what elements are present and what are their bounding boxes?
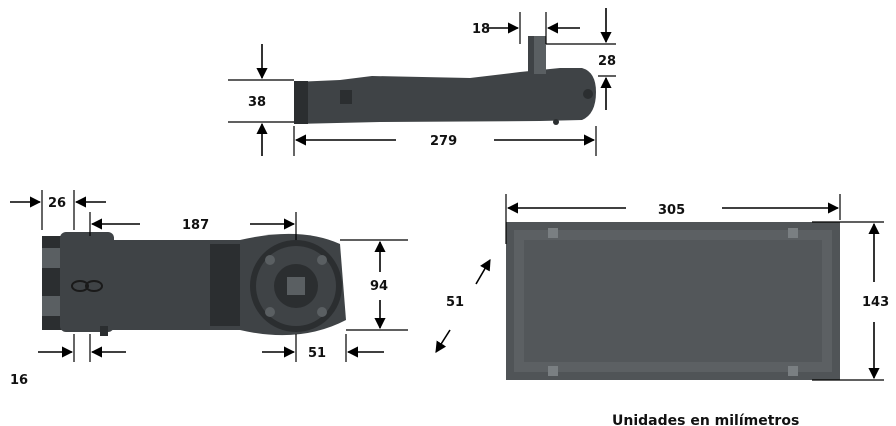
side-tab-width-label: 18 <box>472 22 490 37</box>
top-spindle-dist-label: 187 <box>182 218 209 233</box>
top-edge-label: 16 <box>10 373 28 388</box>
side-length-label: 279 <box>430 134 457 149</box>
cement-box-view: 305 143 51 <box>435 194 889 381</box>
top-offset-label: 26 <box>48 196 66 211</box>
side-view: 18 28 38 279 <box>228 8 616 156</box>
units-caption: Unidades en milímetros <box>612 413 799 426</box>
top-width-label: 94 <box>370 279 388 294</box>
top-spindle-offset-label: 51 <box>308 346 326 361</box>
box-depth-label: 51 <box>446 295 464 310</box>
side-height-label: 38 <box>248 95 266 110</box>
side-view-end-cap <box>294 81 308 124</box>
top-view: 26 187 94 51 16 <box>10 190 408 388</box>
box-length-label: 305 <box>658 203 685 218</box>
side-tab-height-label: 28 <box>598 54 616 69</box>
top-view-spindle <box>287 277 305 295</box>
side-view-body <box>294 68 596 124</box>
box-width-label: 143 <box>862 295 889 310</box>
